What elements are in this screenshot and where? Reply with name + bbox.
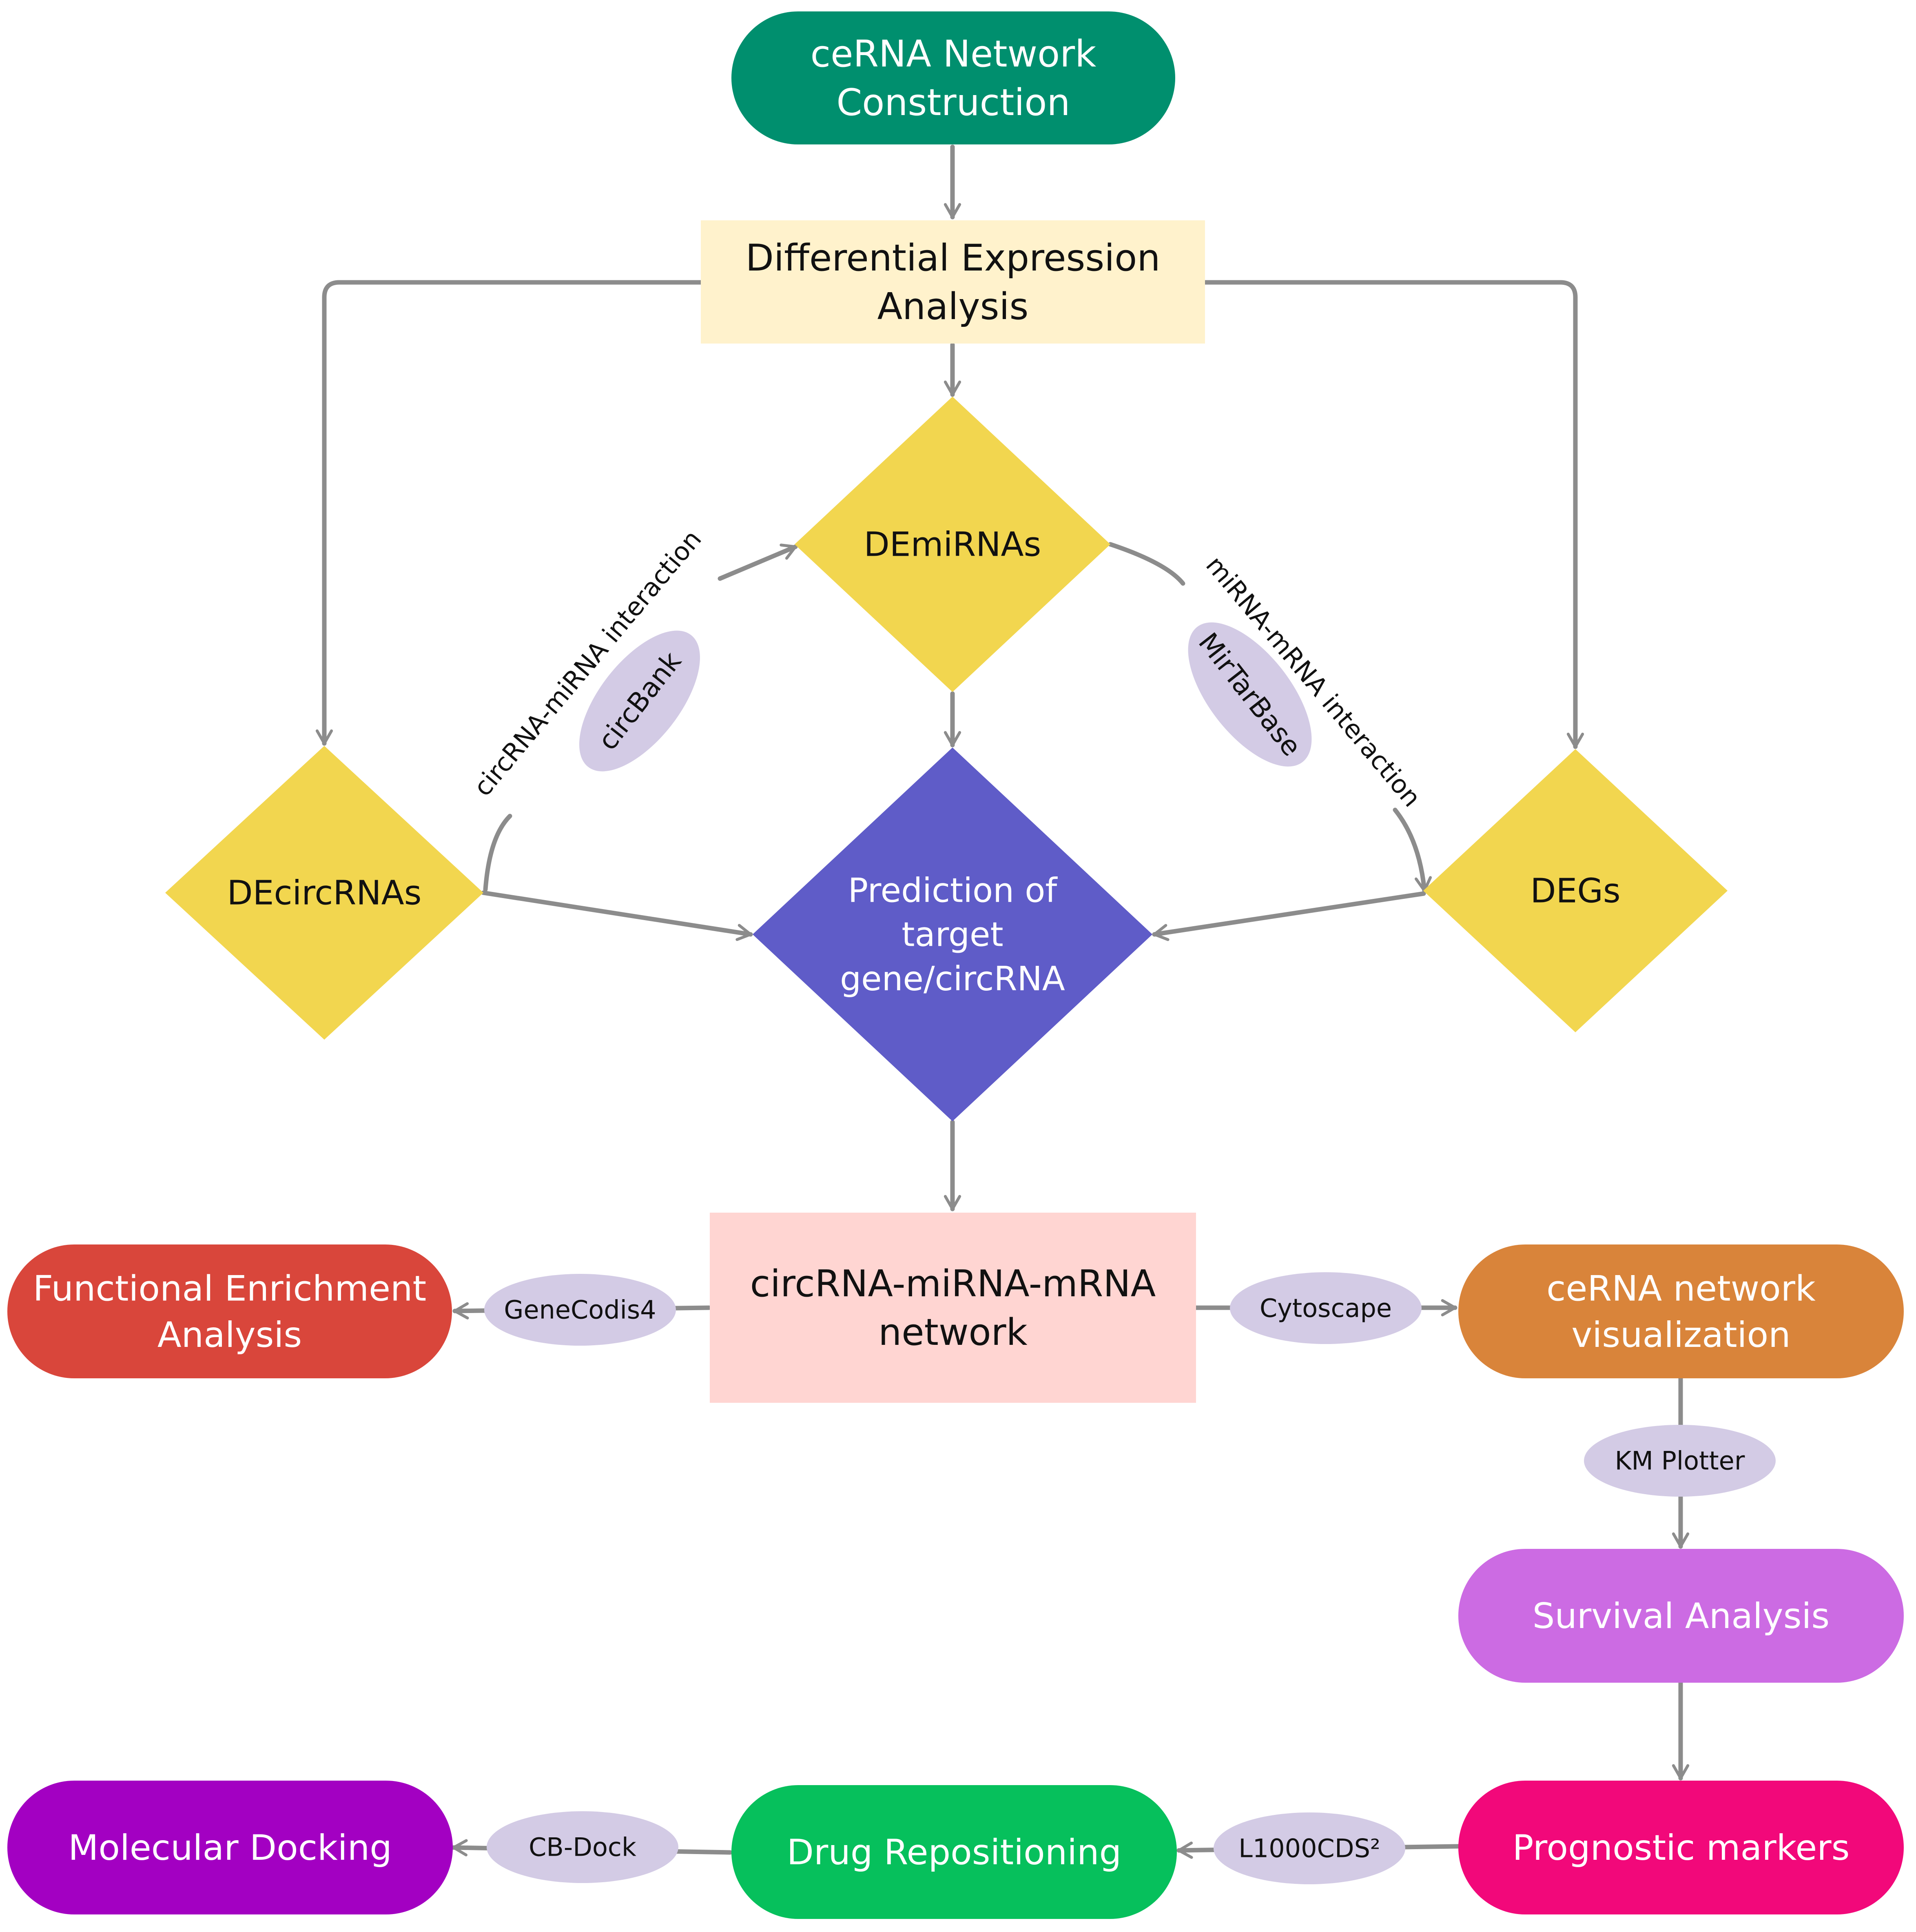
node-network: circRNA-miRNA-mRNA network	[710, 1213, 1196, 1403]
tool-genecodis4: GeneCodis4	[484, 1274, 676, 1346]
tool-cb-dock-label: CB-Dock	[529, 1832, 636, 1862]
tool-km-plotter-label: KM Plotter	[1615, 1446, 1745, 1476]
node-survival-analysis: Survival Analysis	[1458, 1549, 1904, 1683]
node-network-visualization: ceRNA network visualization	[1458, 1244, 1904, 1378]
tool-circbank: circBank	[579, 630, 700, 772]
label-line: DEmiRNAs	[864, 526, 1041, 564]
label-line: Construction	[836, 81, 1070, 124]
label-line: Prognostic markers	[1513, 1828, 1850, 1868]
label-line: visualization	[1571, 1315, 1790, 1355]
label-line: ceRNA Network	[811, 33, 1096, 75]
label-line: Prediction of	[848, 871, 1058, 910]
label-line: Analysis	[157, 1315, 302, 1355]
label-line: DEcircRNAs	[227, 874, 422, 913]
label-line: network	[878, 1311, 1028, 1354]
survival-analysis-label: Survival Analysis	[1533, 1596, 1830, 1637]
node-molecular-docking: Molecular Docking	[7, 1781, 453, 1914]
decircrnas-label: DEcircRNAs	[227, 874, 422, 913]
prediction-label: Prediction of target gene/circRNA	[840, 871, 1065, 998]
prognostic-markers-label: Prognostic markers	[1513, 1828, 1850, 1868]
label-line: circRNA-miRNA-mRNA	[750, 1262, 1156, 1305]
node-decircrnas: DEcircRNAs	[165, 746, 483, 1040]
tool-cytoscape: Cytoscape	[1230, 1272, 1422, 1344]
node-prognostic-markers: Prognostic markers	[1458, 1781, 1904, 1914]
edge-degs-to-prediction	[1152, 891, 1426, 941]
edge-differential-to-degs	[1202, 280, 1584, 749]
label-line: Drug Repositioning	[787, 1832, 1121, 1873]
network-visualization-label: ceRNA network visualization	[1546, 1268, 1816, 1355]
label-line: gene/circRNA	[840, 960, 1065, 998]
label-line: Functional Enrichment	[33, 1268, 427, 1309]
drug-repositioning-label: Drug Repositioning	[787, 1832, 1121, 1873]
label-line: Differential Expression	[746, 237, 1161, 279]
edge-decircrnas-to-prediction	[481, 890, 753, 941]
degs-label: DEGs	[1530, 872, 1620, 911]
label-line: DEGs	[1530, 872, 1620, 911]
edge-demirnas-to-degs	[1108, 542, 1424, 891]
edge-differential-to-decircrnas	[315, 280, 703, 746]
node-prediction: Prediction of target gene/circRNA	[753, 748, 1152, 1121]
label-line: target	[902, 916, 1003, 954]
network-label: circRNA-miRNA-mRNA network	[750, 1262, 1156, 1354]
demirnas-label: DEmiRNAs	[864, 526, 1041, 564]
node-degs: DEGs	[1423, 749, 1728, 1032]
label-line: ceRNA network	[1546, 1268, 1816, 1309]
node-demirnas: DEmiRNAs	[795, 397, 1110, 692]
tool-l1000cds2-label: L1000CDS²	[1238, 1834, 1380, 1863]
molecular-docking-label: Molecular Docking	[68, 1828, 392, 1868]
tool-genecodis4-label: GeneCodis4	[504, 1295, 656, 1325]
label-line: Molecular Docking	[68, 1828, 392, 1868]
label-line: Survival Analysis	[1533, 1596, 1830, 1637]
edge-decircrnas-to-demirnas	[483, 547, 795, 892]
node-drug-repositioning: Drug Repositioning	[731, 1785, 1177, 1919]
label-line: Analysis	[877, 285, 1029, 328]
tool-l1000cds2: L1000CDS²	[1214, 1812, 1405, 1884]
tool-cb-dock: CB-Dock	[487, 1811, 678, 1883]
tool-km-plotter: KM Plotter	[1584, 1425, 1776, 1497]
tool-cytoscape-label: Cytoscape	[1260, 1293, 1392, 1323]
